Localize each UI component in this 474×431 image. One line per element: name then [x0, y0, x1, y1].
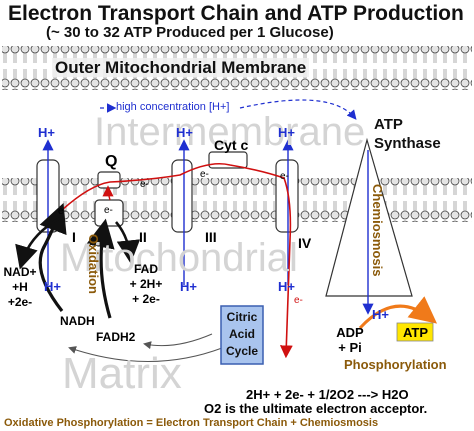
- water-equation: 2H+ + 2e- + 1/2O2 ---> H2O: [246, 387, 409, 402]
- mitochondrial-watermark: Mitochondrial: [60, 236, 298, 280]
- complex-ii-label: II: [139, 229, 147, 245]
- footer-equation: Oxidative Phosphorylation = Electron Tra…: [4, 417, 379, 429]
- h-plus-top-i: H+: [38, 125, 55, 140]
- complex-iii-label: III: [205, 229, 217, 245]
- h-plus-bottom-iv: H+: [278, 279, 295, 294]
- h-plus-top-iv: H+: [278, 125, 295, 140]
- complex-iv-label: IV: [298, 235, 312, 251]
- nad-plus-label: NAD+ +H +2e-: [3, 265, 37, 309]
- citric-to-nadh-arrow: [68, 346, 223, 362]
- page-subtitle: (~ 30 to 32 ATP Produced per 1 Glucose): [46, 24, 334, 41]
- inner-membrane: [2, 178, 472, 222]
- h-plus-bottom-iii: H+: [180, 279, 197, 294]
- intermembrane-watermark: Intermembrane: [94, 110, 366, 154]
- h-plus-top-iii: H+: [176, 125, 193, 140]
- chemiosmosis-label: Chemiosmosis: [370, 184, 385, 277]
- adp-pi-label: ADP + Pi: [336, 325, 364, 355]
- atp-synthase-label: ATP Synthase: [374, 116, 441, 152]
- complex-iii: [171, 159, 193, 233]
- atp-synthase: [325, 137, 413, 297]
- fad-label: FAD + 2H+ + 2e-: [129, 262, 163, 306]
- q-label: Q: [105, 153, 118, 170]
- electron-label-iii: e-: [200, 169, 209, 180]
- atp-label: ATP: [403, 325, 429, 340]
- citric-to-fadh2-arrow: [143, 333, 213, 350]
- matrix-watermark: Matrix: [62, 349, 182, 398]
- electron-label-cyt: e-: [280, 171, 289, 182]
- complex-i-label: I: [72, 229, 76, 245]
- page-title: Electron Transport Chain and ATP Product…: [8, 2, 464, 25]
- nadh-label: NADH: [60, 314, 95, 328]
- fadh2-oxidation-arrow: [86, 218, 115, 319]
- citric-acid-cycle-box: [220, 305, 264, 365]
- electron-label-iv: e-: [294, 295, 303, 306]
- electron-label-q: e-: [140, 179, 149, 190]
- oxidation-label: Oxidation: [86, 234, 101, 294]
- electron-label-i: e-: [58, 206, 67, 217]
- h-plus-synthase: H+: [372, 307, 389, 322]
- outer-membrane-label: Outer Mitochondrial Membrane: [52, 58, 310, 77]
- citric-acid-cycle-label: Citric Acid Cycle: [225, 310, 259, 358]
- phosphorylation-label: Phosphorylation: [344, 357, 447, 372]
- cyt-c-label: Cyt c: [214, 137, 249, 153]
- fadh2-label: FADH2: [96, 330, 136, 344]
- electron-path: [61, 162, 293, 359]
- phosphorylation-arrow: [358, 296, 438, 330]
- oxygen-statement: O2 is the ultimate electron acceptor.: [204, 401, 428, 416]
- electron-label-ii: e-: [104, 205, 113, 216]
- h-plus-bottom-i: H+: [44, 279, 61, 294]
- high-concentration-label: high concentration [H+]: [116, 101, 230, 113]
- atp-box: [396, 322, 434, 342]
